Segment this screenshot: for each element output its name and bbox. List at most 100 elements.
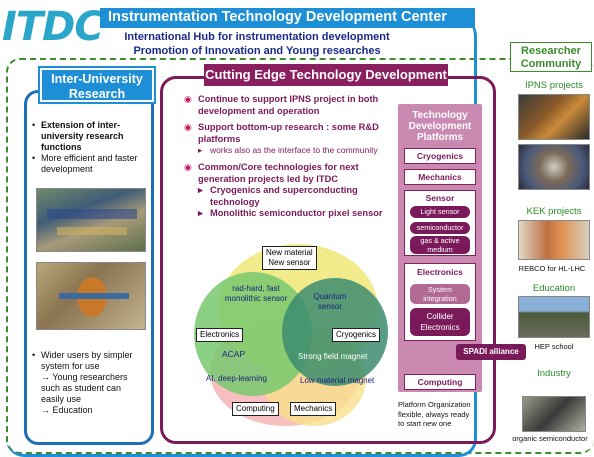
platform-sensor-title: Sensor	[425, 193, 455, 203]
venn-computing-label: Computing	[232, 402, 279, 416]
education-label: Education	[532, 283, 576, 294]
ce-item2-sub: works also as the interface to the commu…	[210, 145, 378, 155]
inter-university-title-line2: Research	[68, 87, 126, 101]
platform-note: Platform Organization flexible, always r…	[398, 400, 498, 429]
venn-mechanics-label: Mechanics	[290, 402, 337, 416]
researcher-title-line2: Community	[520, 58, 582, 70]
platform-gas-line1: gas & active	[420, 236, 460, 245]
researcher-community-border	[6, 58, 594, 454]
venn-acap-label: ACAP	[222, 349, 246, 359]
researcher-community-title: Researcher Community	[510, 42, 592, 72]
ce-item3-sub2: Monolithic semiconductor pixel sensor	[210, 208, 383, 218]
venn-low-material-label: Low material magnet	[300, 376, 375, 385]
iu-bullet3-line2: system for use	[41, 361, 100, 371]
venn-quantum-line1: Quantum	[313, 292, 347, 301]
rebco-photo	[518, 220, 590, 260]
lab-photo-1	[36, 188, 146, 252]
venn-electronics-label: Electronics	[196, 328, 244, 342]
platform-mechanics: Mechanics	[404, 169, 476, 185]
platform-gas-medium: gas & active medium	[410, 236, 470, 254]
iu-bullet1-line3: functions	[41, 142, 82, 152]
organic-semiconductor-photo	[522, 396, 586, 432]
industry-label: Industry	[537, 368, 571, 379]
inter-university-title: Inter-University Research	[40, 68, 154, 102]
venn-ai-label: AI, deep-learning	[206, 374, 267, 383]
platform-semiconductor: semiconductor	[410, 222, 470, 234]
ce-item1-line1: Continue to support IPNS project in both	[198, 94, 379, 104]
venn-radhard-label: rad-hard, fast monolithic sensor	[216, 284, 296, 303]
ipns-photo-2	[518, 144, 590, 190]
platform-cryogenics: Cryogenics	[404, 148, 476, 164]
inter-university-title-line1: Inter-University	[51, 72, 143, 86]
hep-school-caption: HEP school	[534, 342, 574, 351]
spadi-alliance-badge: SPADI alliance	[456, 344, 526, 360]
inter-university-bullets-bottom: • Wider users by simpler system for use …	[32, 350, 133, 415]
ce-item3-sub1-line1: Cryogenics and superconducting	[210, 185, 358, 195]
iu-bullet3-line3: → Young researchers	[41, 372, 128, 382]
bullet-icon: ◉	[184, 94, 192, 104]
platform-electronics-title: Electronics	[417, 267, 463, 277]
platforms-title-line3: Platforms	[416, 132, 464, 143]
platforms-title-line1: Technology	[412, 110, 468, 121]
platforms-title-line2: Development	[408, 121, 472, 132]
platform-collider-electronics: Collider Electronics	[410, 308, 470, 336]
iu-bullet3-line4: such as student can	[41, 383, 122, 393]
platform-note-line1: Platform Organization	[398, 400, 471, 409]
ce-item1-line2: development and operation	[198, 105, 320, 116]
ipns-photo-1	[518, 94, 590, 140]
venn-radhard-line1: rad-hard, fast	[232, 284, 280, 293]
venn-new-material-line1: New material	[266, 248, 313, 257]
header-subtitle: International Hub for instrumentation de…	[112, 30, 402, 58]
arrow-icon: ▸	[198, 145, 203, 155]
arrow-icon: ▸	[198, 185, 203, 195]
venn-quantum-label: Quantum sensor	[310, 292, 350, 311]
iu-bullet1-line2: university research	[41, 131, 124, 141]
venn-radhard-line2: monolithic sensor	[224, 293, 288, 303]
ipns-projects-label: IPNS projects	[524, 80, 584, 91]
ce-item2-line1: Support bottom-up research : some R&D	[198, 122, 379, 132]
venn-strong-field-label: Strong field magnet	[298, 352, 368, 361]
iu-bullet3-line5: easily use	[41, 394, 82, 404]
kek-projects-label: KEK projects	[526, 206, 582, 217]
header-band	[100, 8, 475, 28]
ce-item3-line2: generation projects led by ITDC	[198, 173, 338, 184]
researcher-title-line1: Researcher	[521, 45, 581, 57]
platform-system-line1: System	[428, 285, 452, 294]
platforms-title: Technology Development Platforms	[398, 110, 482, 143]
rebco-caption: REBCO for HL-LHC	[518, 264, 586, 273]
venn-quantum-line2: sensor	[317, 301, 342, 311]
ce-item3-line1: Common/Core technologies for next	[198, 162, 359, 172]
header-subtitle-line1: International Hub for instrumentation de…	[124, 31, 390, 43]
organic-semiconductor-caption: organic semiconductor	[512, 434, 588, 443]
header-subtitle-line2: Promotion of Innovation and Young resear…	[133, 45, 381, 57]
iu-bullet1-line1: Extension of inter-	[41, 120, 121, 130]
itdc-logo: ITDC	[2, 4, 104, 50]
cutting-edge-title: Cutting Edge Technology Development	[204, 64, 448, 86]
platform-light-sensor: Light sensor	[410, 206, 470, 218]
arrow-icon: ▸	[198, 208, 203, 218]
iu-bullet2-line2: development	[41, 164, 93, 174]
platform-system-integration: System integration	[410, 284, 470, 304]
ce-item3-sub1-line2: technology	[210, 196, 260, 207]
page-title: Instrumentation Technology Development C…	[108, 9, 447, 25]
venn-new-material-line2: New sensor	[268, 258, 311, 267]
cutting-edge-list: ◉ Continue to support IPNS project in bo…	[184, 94, 398, 220]
inter-university-bullets-top: • Extension of inter- university researc…	[32, 120, 138, 174]
bullet-icon: ◉	[184, 162, 192, 172]
platform-system-line2: integration	[423, 294, 457, 303]
venn-new-material-label: New material New sensor	[262, 246, 317, 270]
ce-item2-line2: platforms	[198, 133, 241, 144]
platform-collider-line2: Electronics	[420, 323, 460, 332]
platform-note-line3: to start new one	[398, 419, 452, 428]
platform-note-line2: flexible, always ready	[398, 409, 470, 419]
venn-cryogenics-label: Cryogenics	[332, 328, 381, 342]
iu-bullet3-line6: → Education	[41, 405, 93, 415]
hep-school-photo	[518, 296, 590, 338]
iu-bullet2-line1: More efficient and faster	[41, 153, 138, 163]
lab-photo-2	[36, 262, 146, 330]
platform-computing: Computing	[404, 374, 476, 390]
iu-bullet3-line1: Wider users by simpler	[41, 350, 133, 360]
platform-collider-line1: Collider	[426, 312, 454, 321]
platform-gas-line2: medium	[427, 244, 453, 254]
bullet-icon: ◉	[184, 122, 192, 132]
